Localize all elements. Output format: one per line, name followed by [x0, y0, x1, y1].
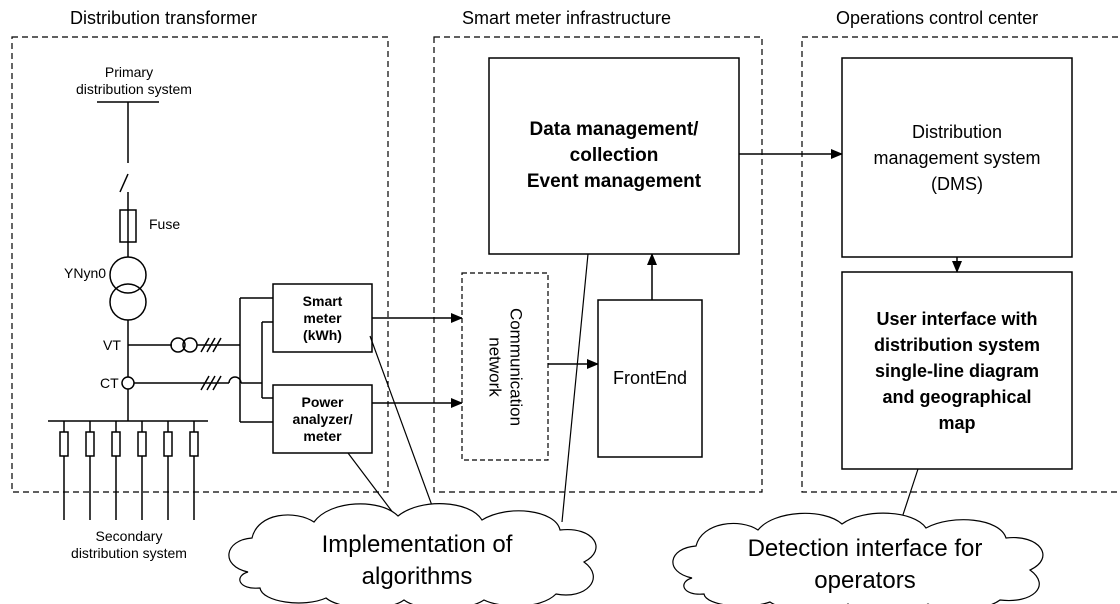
algorithms-cloud — [228, 503, 597, 604]
ui-line2: distribution system — [873, 334, 1041, 355]
dms-label: Distribution management system (DMS) — [842, 58, 1072, 257]
detection-cloud-label: Detection interface for operators — [700, 526, 1030, 604]
algorithms-cloud-label: Implementation of algorithms — [262, 518, 572, 604]
user-interface-label: User interface with distribution system … — [842, 272, 1072, 469]
ct-crossover-hop — [228, 376, 242, 384]
section-title-transformer: Distribution transformer — [70, 8, 258, 28]
primary-label-line2: distribution system — [76, 81, 192, 97]
communication-line2: network — [485, 337, 505, 397]
secondary-feeders — [59, 421, 199, 520]
smart-meter-label: Smart meter (kWh) — [273, 284, 372, 352]
ui-line4: and geographical — [882, 386, 1032, 407]
vt-label: VT — [103, 337, 121, 353]
detection-line2: operators — [814, 567, 916, 594]
primary-system-label: Primary distribution system — [76, 64, 192, 98]
primary-label-line1: Primary — [104, 64, 154, 80]
data-management-label: Data management/ collection Event manage… — [489, 58, 739, 254]
algorithms-line1: Implementation of — [321, 531, 513, 558]
ui-line5: map — [938, 412, 976, 433]
ct-three-phase-marks — [200, 375, 222, 391]
section-title-control-center: Operations control center — [836, 8, 1039, 28]
detection-cloud — [672, 512, 1044, 604]
communication-network-box — [461, 272, 549, 461]
transformer-group-label: YNyn0 — [64, 265, 107, 281]
transformer-secondary-winding-icon — [109, 283, 147, 321]
frontend-box — [597, 299, 703, 458]
vt-three-phase-marks — [200, 337, 222, 353]
communication-network-label: Communication network — [463, 274, 549, 461]
power-analyzer-box — [272, 384, 373, 454]
communication-line1: Communication — [506, 307, 526, 427]
user-interface-box — [841, 271, 1073, 470]
smart-meter-cloud-connector — [369, 335, 439, 523]
ct-label: CT — [100, 375, 119, 391]
section-title-smart-meter: Smart meter infrastructure — [462, 8, 672, 28]
current-transformer-icon — [121, 376, 135, 390]
section-transformer-frame — [11, 36, 389, 493]
secondary-system-label: Secondary distribution system — [54, 528, 204, 562]
dms-line2: management system — [873, 147, 1041, 168]
data-mgmt-line3: Event management — [526, 171, 702, 192]
section-smart-meter-frame — [433, 36, 763, 493]
power-analyzer-line1: Power — [301, 393, 344, 410]
smart-meter-line3: (kWh) — [303, 326, 342, 343]
section-control-center-frame — [801, 36, 1120, 493]
power-analyzer-label: Power analyzer/ meter — [273, 385, 372, 453]
secondary-label-line2: distribution system — [71, 545, 187, 561]
dms-line3: (DMS) — [931, 173, 983, 194]
ui-line3: single-line diagram — [874, 360, 1040, 381]
data-management-box — [488, 57, 740, 255]
detection-line1: Detection interface for — [747, 535, 983, 562]
switch-blade — [119, 173, 129, 193]
transformer-primary-winding-icon — [109, 256, 147, 294]
data-mgmt-line2: collection — [569, 145, 659, 166]
ui-line1: User interface with — [876, 308, 1038, 329]
smart-meter-box — [272, 283, 373, 353]
data-mgmt-line1: Data management/ — [529, 119, 699, 140]
fuse-label: Fuse — [149, 216, 181, 232]
algorithms-line2: algorithms — [361, 563, 473, 590]
voltage-transformer-icon-a — [170, 337, 186, 353]
power-analyzer-line3: meter — [303, 427, 342, 444]
power-analyzer-line2: analyzer/ — [292, 410, 353, 427]
frontend-label: FrontEnd — [612, 368, 688, 388]
smart-meter-line1: Smart — [302, 292, 343, 309]
dms-line1: Distribution — [911, 121, 1003, 142]
smart-meter-line2: meter — [303, 309, 342, 326]
data-mgmt-cloud-connector — [561, 253, 589, 523]
dms-box — [841, 57, 1073, 258]
secondary-label-line1: Secondary — [95, 528, 163, 544]
